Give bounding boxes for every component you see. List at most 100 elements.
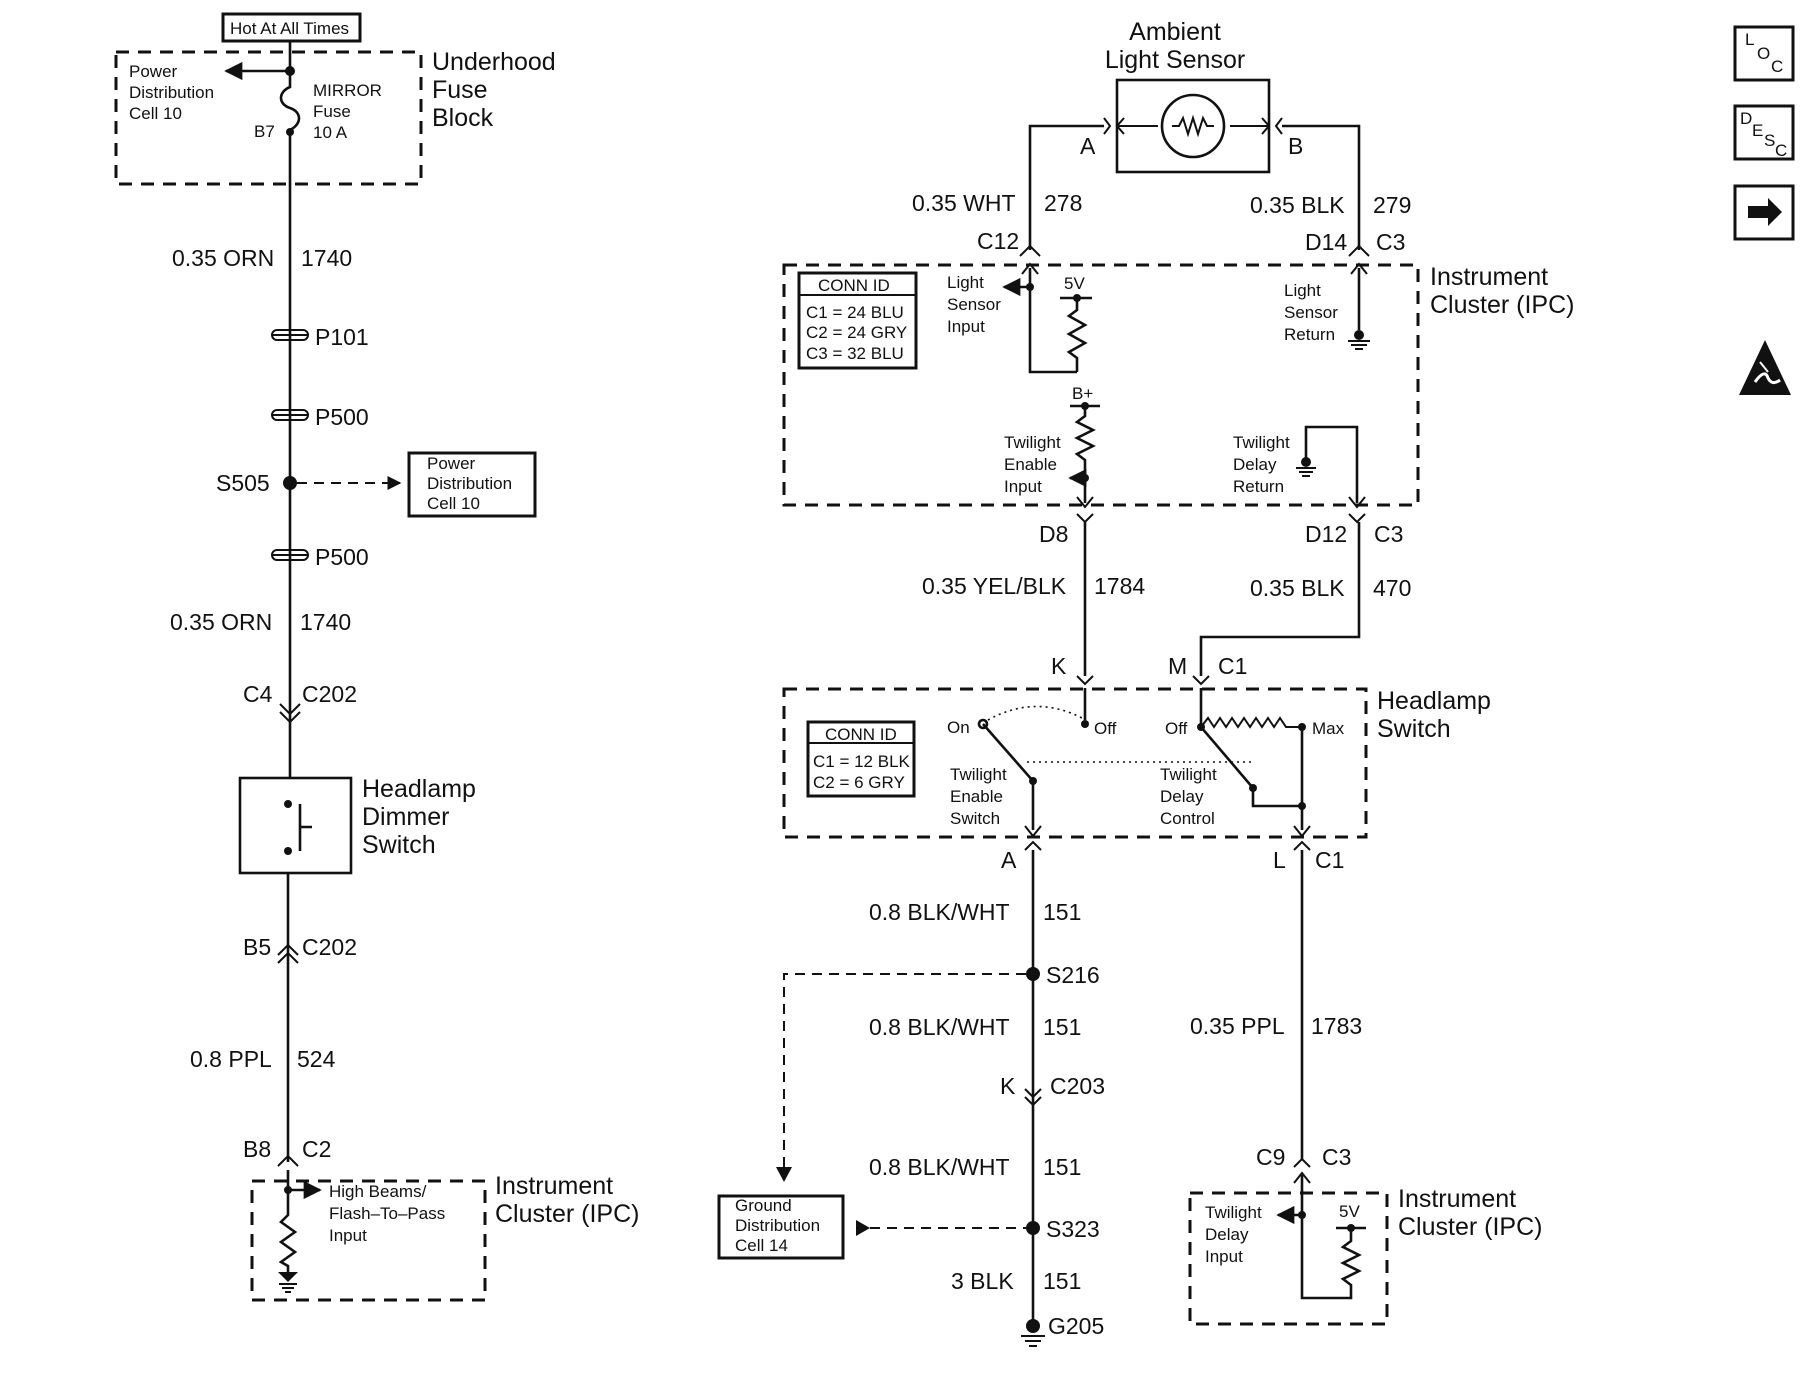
hot-at-all-times-box [221,12,362,43]
location-icon[interactable]: L O C [1733,25,1795,82]
wire-1784-circuit: 1784 [1094,573,1145,599]
on-label: On [947,718,970,737]
wire-1740b-gauge: 0.35 ORN [170,609,272,635]
wire-1740-gauge: 0.35 ORN [172,245,274,271]
svg-text:C: C [1775,141,1787,160]
wire-1740b-circuit: 1740 [300,609,351,635]
c1-top-pin: C1 [1218,653,1247,679]
b-plus-label: B+ [1072,384,1093,403]
wire-470-circuit: 470 [1373,575,1411,601]
off-label-2: Off [1165,719,1188,738]
splice-s505 [283,476,297,490]
b5-pin: B5 [243,934,271,960]
wire-151-d-gauge: 3 BLK [951,1268,1014,1294]
svg-text:S: S [1764,131,1775,150]
wire-1783-gauge: 0.35 PPL [1190,1013,1285,1039]
instrument-cluster-left [250,1179,487,1302]
splice-s216 [1026,967,1040,981]
connector-p500-a-label: P500 [315,404,369,430]
c202-a-label: C202 [302,681,357,707]
ground-g205 [1026,1319,1040,1333]
side-icons: L O C D E S C [1733,25,1795,395]
wire-151-b-gauge: 0.8 BLK/WHT [869,1014,1010,1040]
fuse-pin-b7: B7 [254,122,275,141]
connector-p500-b [271,549,309,561]
splice-s216-label: S216 [1046,962,1100,988]
wire-151-c-circuit: 151 [1043,1154,1081,1180]
hot-at-all-times-label: Hot At All Times [230,19,349,38]
c3-mid-pin: C3 [1374,521,1403,547]
five-v-top: 5V [1064,274,1085,293]
wire-1740-circuit: 1740 [301,245,352,271]
k2-pin: K [1000,1073,1016,1099]
next-arrow-icon[interactable] [1733,184,1795,241]
connector-p500-b-label: P500 [315,544,369,570]
sensor-pin-a: A [1080,133,1096,159]
m-pin: M [1168,653,1187,679]
connector-p101 [271,329,309,341]
splice-s505-label: S505 [216,470,270,496]
svg-text:O: O [1757,44,1770,63]
wire-279-circuit: 279 [1373,192,1411,218]
d8-pin: D8 [1039,521,1068,547]
splice-s323 [1026,1221,1040,1235]
wire-151-a-gauge: 0.8 BLK/WHT [869,899,1010,925]
c9-pin: C9 [1256,1144,1285,1170]
conn-id-line-1: C1 = 24 BLU [806,303,904,322]
hs-conn-id-box [806,720,916,798]
ground-distribution-box [717,1194,845,1260]
c2-pin: C2 [302,1136,331,1162]
svg-text:D: D [1740,109,1752,128]
wire-151-d-circuit: 151 [1043,1268,1081,1294]
c1-bottom-pin: C1 [1315,847,1344,873]
off-label-1: Off [1094,719,1117,738]
hs-conn-id-line-1: C1 = 12 BLK [813,752,911,771]
wire-151-c-gauge: 0.8 BLK/WHT [869,1154,1010,1180]
connector-p500-a [271,409,309,421]
wire-524-gauge: 0.8 PPL [190,1046,272,1072]
c202-b-label: C202 [302,934,357,960]
splice-s323-label: S323 [1046,1216,1100,1242]
wire-278-circuit: 278 [1044,190,1082,216]
wire-279-gauge: 0.35 BLK [1250,192,1345,218]
d14-pin: D14 [1305,229,1347,255]
description-icon[interactable]: D E S C [1733,104,1795,161]
c12-pin: C12 [977,228,1019,254]
wire-151-a-circuit: 151 [1043,899,1081,925]
svg-text:C: C [1771,57,1783,76]
wire-1784-gauge: 0.35 YEL/BLK [922,573,1067,599]
conn-id-line-2: C2 = 24 GRY [806,323,907,342]
svg-text:L: L [1745,30,1754,49]
c4-pin: C4 [243,681,273,707]
c3-bottom-pin: C3 [1322,1144,1351,1170]
esd-warning-icon [1739,340,1791,395]
sensor-pin-b: B [1288,133,1303,159]
conn-id-line-3: C3 = 32 BLU [806,344,904,363]
wire-278-gauge: 0.35 WHT [912,190,1016,216]
l-pin: L [1273,847,1286,873]
wire-151-b-circuit: 151 [1043,1014,1081,1040]
svg-text:E: E [1752,121,1763,140]
conn-id-title: CONN ID [818,276,890,295]
c3-top-pin: C3 [1376,229,1405,255]
hs-conn-id-line-2: C2 = 6 GRY [813,773,905,792]
instrument-cluster-bottom [1188,1191,1389,1326]
